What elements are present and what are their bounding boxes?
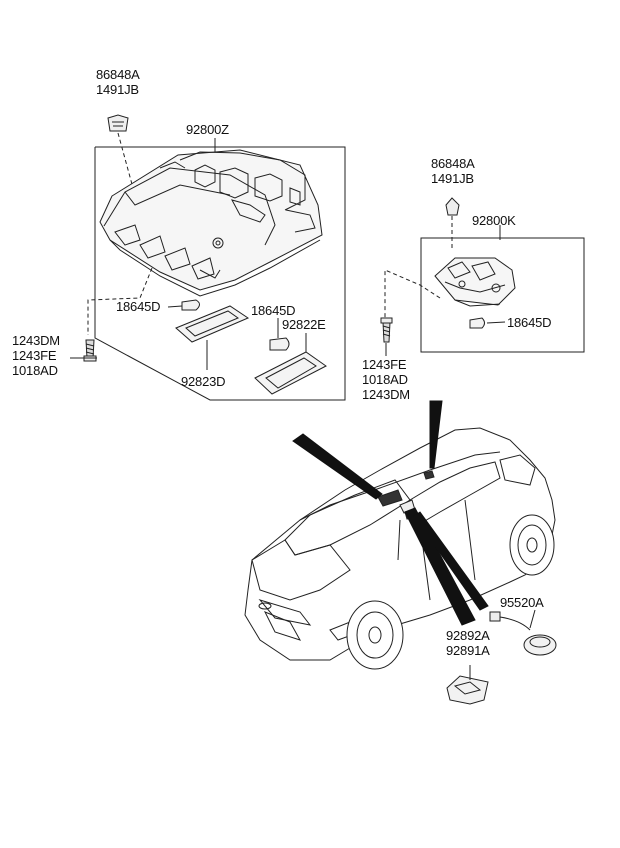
room-lamp-part	[434, 257, 516, 307]
lens-part-a	[175, 305, 250, 370]
lens-a-label: 92823D	[181, 374, 226, 389]
courtesy-lamp-label: 95520A	[500, 595, 544, 610]
courtesy-lamp-part	[489, 609, 557, 656]
screw-part-a	[70, 339, 97, 362]
room-lamp-frame	[420, 237, 585, 353]
luggage-lamp-part	[446, 665, 489, 705]
clip-part-b	[445, 197, 460, 248]
lens-b-label: 92822E	[282, 317, 326, 332]
vehicle-illustration	[244, 427, 556, 670]
bulb-c-label: 18645D	[507, 315, 552, 330]
overhead-console-frame	[94, 146, 346, 401]
bulb-a-label: 18645D	[116, 299, 161, 314]
pointer-wedges	[292, 400, 489, 626]
bulb-part-b	[269, 318, 290, 351]
bulb-part-a	[167, 299, 200, 311]
room-lamp-label: 92800K	[472, 213, 516, 228]
overhead-console-label: 92800Z	[186, 122, 229, 137]
screw-part-b	[380, 317, 393, 356]
overhead-console-part	[99, 149, 323, 297]
lens-part-b	[254, 333, 327, 395]
bulb-part-c	[469, 317, 506, 329]
clip-part-a	[107, 114, 134, 189]
bulb-b-label: 18645D	[251, 303, 296, 318]
